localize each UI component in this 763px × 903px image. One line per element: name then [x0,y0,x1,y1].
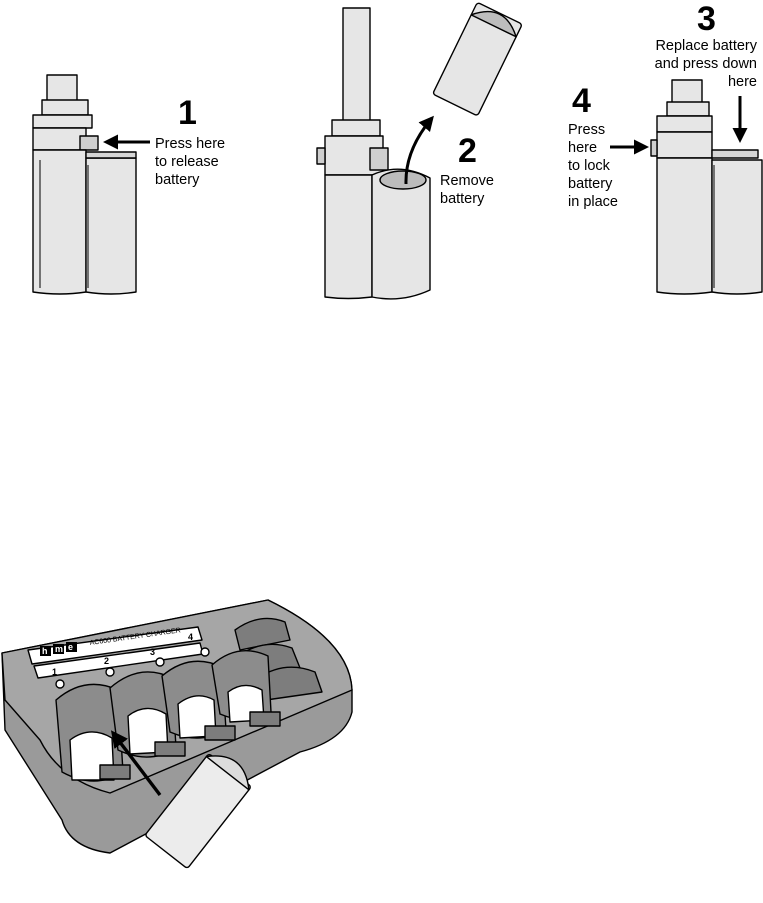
step-1-illustration [33,75,136,294]
step-3-caption-line-1: Replace battery [655,38,757,54]
step-4-number: 4 [572,82,591,120]
charger-slot-label-4: 4 [188,632,193,642]
step-3-caption-line-2: and press down [655,56,757,72]
step-2-caption-line-2: battery [440,191,485,207]
logo-letter-m: m [55,644,63,654]
step-2-caption-line-1: Remove [440,173,494,189]
charger-slot-label-1: 1 [52,667,57,677]
step-1-number: 1 [178,94,197,132]
step-1-caption-line-2: to release [155,154,219,170]
step-3-caption-line-3: here [728,74,757,90]
step-1-caption-line-3: battery [155,172,200,188]
step-4-caption-line-1: Press [568,122,605,138]
charger-slot-label-2: 2 [104,656,109,666]
charger-slot-label-3: 3 [150,647,155,657]
step-2-number: 2 [458,132,477,170]
step-3-number: 3 [697,0,716,38]
step-4-caption-line-3: to lock [568,158,611,174]
step-3-4-illustration [651,80,762,294]
step-4-caption-line-4: battery [568,176,613,192]
battery-charger-illustration [2,600,352,869]
step-4-caption-line-5: in place [568,194,618,210]
step-4-caption-line-2: here [568,140,597,156]
step-1-caption-line-1: Press here [155,136,225,152]
removed-battery [433,2,523,116]
logo-letter-h: h [42,646,48,656]
logo-letter-e: e [68,642,73,652]
step-2-illustration [317,2,522,299]
